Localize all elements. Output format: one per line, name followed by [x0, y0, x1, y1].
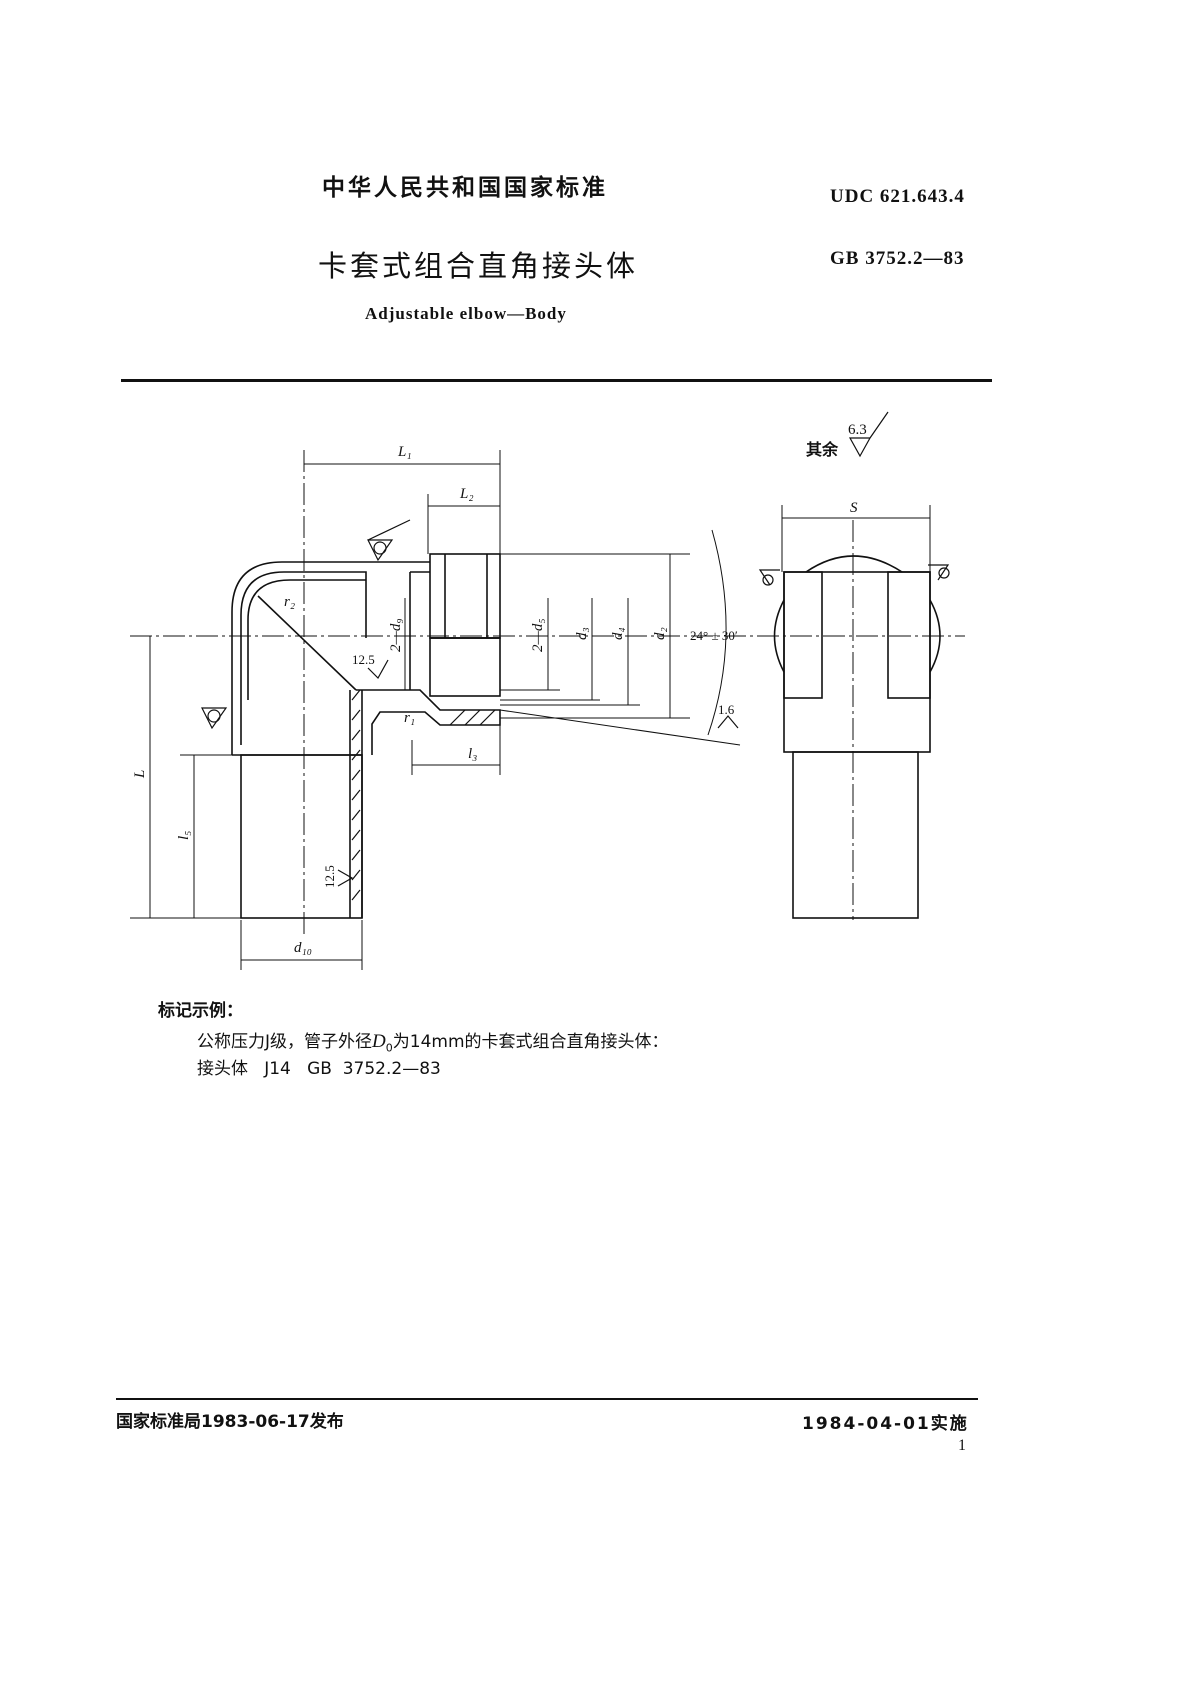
national-standard-title: 中华人民共和国国家标准 [322, 175, 608, 201]
roughness-rest-label: 其余 [806, 440, 839, 459]
english-title: Adjustable elbow—Body [365, 304, 567, 323]
roughness-12-5-stem: 12.5 [322, 865, 337, 888]
example-symbol-sub: 0 [385, 1041, 393, 1055]
roughness-1-6: 1.6 [718, 702, 735, 717]
dim-d2: d₂ [652, 627, 668, 640]
elbow-inner-bore [247, 579, 366, 700]
dim-S: S [850, 500, 858, 516]
side-view-hex [783, 571, 931, 753]
dim-L2: L₂ [459, 486, 474, 502]
roughness-rest-value: 6.3 [848, 422, 867, 438]
header-rule [121, 379, 992, 382]
dim-angle: 24° ± 30′ [690, 628, 738, 643]
dim-L1: L₁ [397, 444, 412, 460]
dim-d4: d₄ [610, 627, 626, 640]
example-line-1: 公称压力J级，管子外径D0为14mm的卡套式组合直角接头体： [197, 1027, 669, 1054]
udc-code: UDC 621.643.4 [830, 186, 965, 207]
elbow-outer-contour [231, 561, 430, 755]
vertical-stem [240, 754, 363, 919]
roughness-12-5-top: 12.5 [352, 652, 375, 667]
page-number: 1 [958, 1437, 966, 1454]
dim-l3: l₃ [468, 746, 477, 762]
footer-rule [116, 1398, 978, 1400]
example-line-1-a: 公称压力J级，管子外径 [197, 1032, 373, 1052]
dim-d3: d₃ [574, 627, 590, 640]
gb-number: GB 3752.2—83 [830, 248, 965, 269]
dim-r1: r₁ [404, 710, 415, 726]
dim-l5: l₅ [176, 831, 192, 840]
dim-d5: 2—d₅ [530, 618, 546, 652]
elbow-inner-contour [240, 571, 367, 745]
dim-d10: d₁₀ [294, 940, 312, 956]
example-line-1-b: 为14mm的卡套式组合直角接头体： [392, 1032, 669, 1052]
dim-L: L [132, 770, 148, 779]
effective-date: 1984-04-01实施 [802, 1414, 969, 1434]
example-heading: 标记示例： [158, 1001, 243, 1021]
example-symbol-d: D [372, 1031, 386, 1052]
issued-date: 国家标准局1983-06-17发布 [116, 1412, 344, 1432]
dim-r2: r₂ [284, 594, 295, 610]
technical-drawing: L₁ L₂ L l₅ l₃ d₁₀ 2—d₉ 2—d₅ d₃ d₄ d₂ r₂ … [130, 411, 965, 970]
document-title: 卡套式组合直角接头体 [318, 249, 639, 283]
dim-d9: 2—d₉ [388, 618, 404, 652]
thread-nut [429, 553, 501, 639]
example-line-2: 接头体 J14 GB 3752.2—83 [197, 1059, 441, 1079]
